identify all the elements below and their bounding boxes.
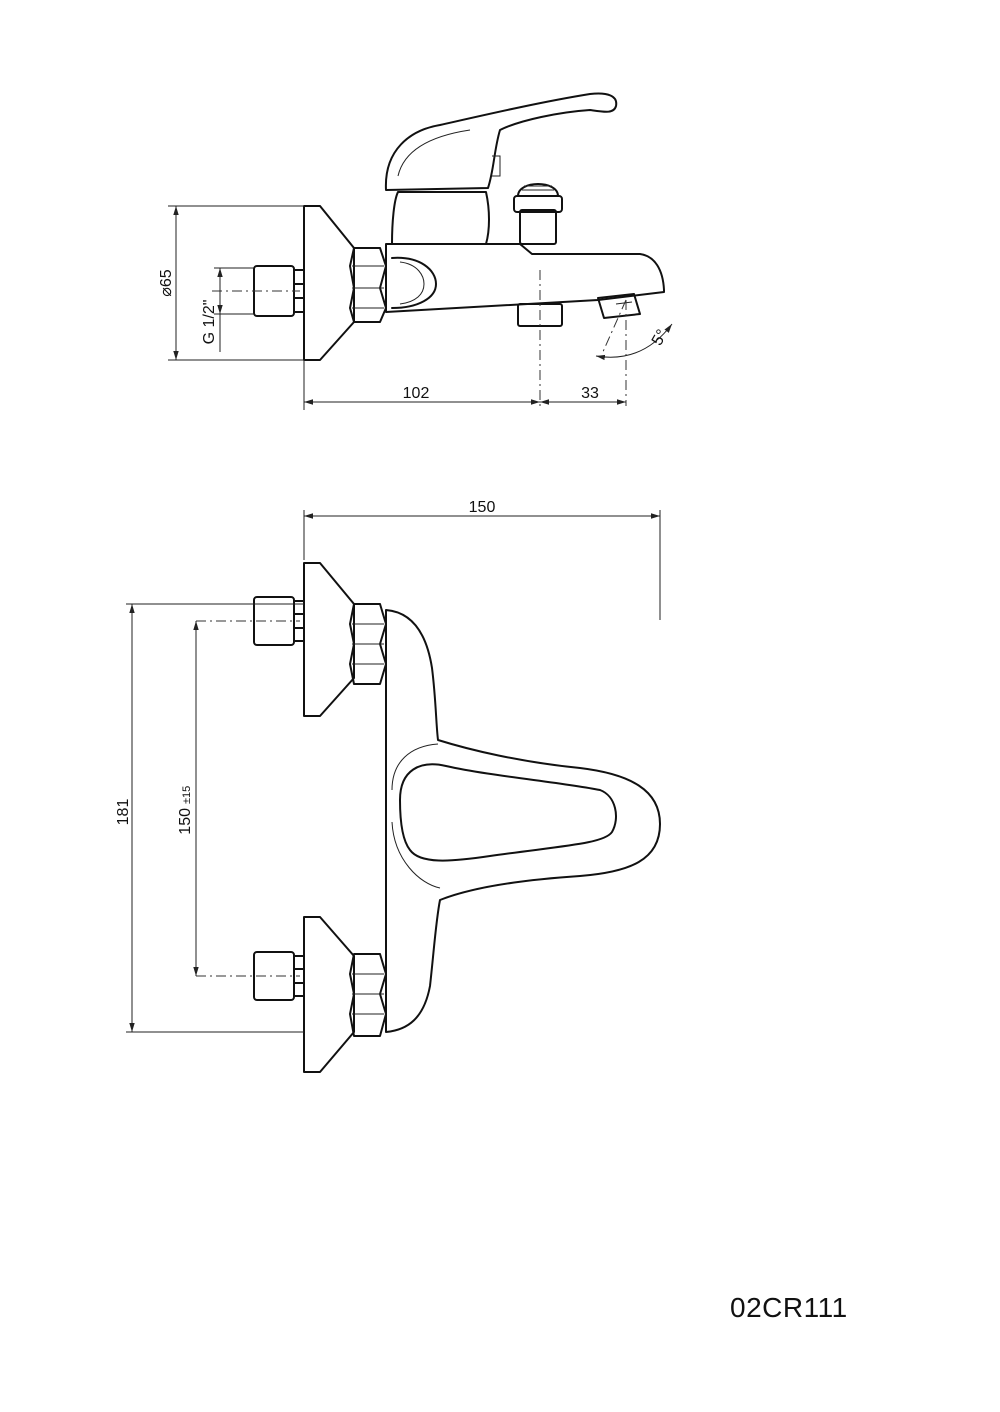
front-view: 150 181 150 ±15 <box>115 499 661 1073</box>
dim-center-distance-150: 150 <box>177 808 194 835</box>
side-wall-flange <box>303 205 355 361</box>
front-upper-connector <box>253 596 305 646</box>
dim-length-102: 102 <box>403 385 430 402</box>
front-mixer-body <box>385 609 661 1033</box>
dim-center-distance-tolerance: ±15 <box>181 786 193 804</box>
dim-thread-g12: G 1/2" <box>201 300 218 345</box>
side-mixer-body <box>385 243 665 313</box>
dim-height-181: 181 <box>115 799 132 826</box>
front-lever-handle <box>399 763 617 862</box>
dim-length-33: 33 <box>581 385 599 402</box>
front-lower-flange <box>303 916 355 1073</box>
side-view: ⌀65 G 1/2" 102 33 5° <box>158 92 673 410</box>
dim-angle-5deg: 5° <box>649 327 671 349</box>
front-upper-hex-nut <box>349 603 387 685</box>
front-lower-connector <box>253 951 305 1001</box>
side-diverter-knob <box>513 183 563 245</box>
model-code: 02CR111 <box>730 1292 848 1323</box>
front-lower-hex-nut <box>349 953 387 1037</box>
front-upper-flange <box>303 562 355 717</box>
side-cartridge-housing <box>391 191 490 245</box>
side-hex-nut <box>349 247 387 323</box>
dim-width-150: 150 <box>469 499 496 516</box>
side-lever-handle <box>384 92 618 191</box>
dim-diameter-65: ⌀65 <box>158 269 175 297</box>
side-spout-tip <box>597 293 641 319</box>
